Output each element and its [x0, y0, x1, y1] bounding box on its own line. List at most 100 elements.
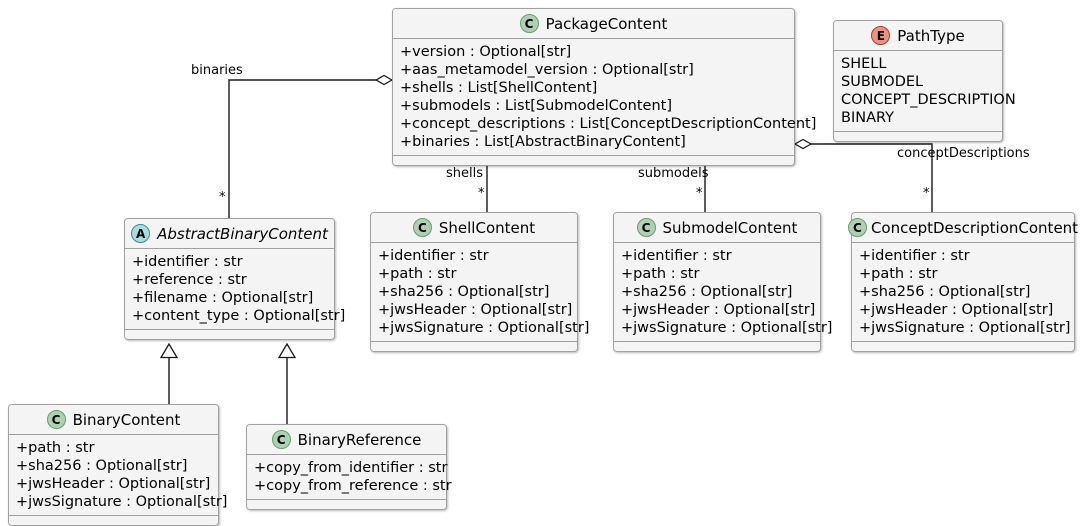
class-title: ConceptDescriptionContent [870, 218, 1079, 237]
class-title: ShellContent [438, 218, 536, 237]
class-title: SubmodelContent [662, 218, 798, 237]
class-attribute: +path : str [621, 266, 700, 282]
class-attributes-binary-content: +path : str +sha256 : Optional[str] +jws… [9, 435, 228, 515]
class-header-shell-content: C ShellContent [371, 213, 577, 242]
enum-values-path-type: SHELL SUBMODEL CONCEPT_DESCRIPTION BINAR… [834, 51, 1016, 131]
divider [9, 434, 218, 435]
enum-box-path-type[interactable]: E PathType SHELL SUBMODEL CONCEPT_DESCRI… [833, 20, 1016, 142]
class-icon: C [847, 218, 867, 237]
divider [834, 131, 1002, 132]
class-title: BinaryContent [72, 410, 181, 429]
class-attributes-abstract-binary-content: +identifier : str +reference : str +file… [125, 249, 346, 329]
divider [125, 248, 334, 249]
class-attribute: +jwsSignature : Optional[str] [621, 320, 833, 336]
class-icon: C [519, 14, 539, 33]
class-attribute: +path : str [859, 266, 938, 282]
class-attribute: +jwsSignature : Optional[str] [378, 320, 590, 336]
class-header-package-content: C PackageContent [393, 9, 794, 38]
class-box-submodel-content[interactable]: C SubmodelContent +identifier : str +pat… [613, 212, 833, 352]
class-box-binary-content[interactable]: C BinaryContent +path : str +sha256 : Op… [8, 404, 228, 526]
class-attribute: +concept_descriptions : List[ConceptDesc… [400, 116, 817, 132]
class-methods-compartment [247, 500, 446, 509]
class-attribute: +sha256 : Optional[str] [621, 284, 793, 300]
class-box-abstract-binary-content[interactable]: A AbstractBinaryContent +identifier : st… [124, 218, 346, 340]
class-title: AbstractBinaryContent [157, 224, 328, 243]
class-attribute: +jwsSignature : Optional[str] [859, 320, 1071, 336]
divider [371, 341, 577, 342]
class-icon: C [412, 218, 432, 237]
class-attribute: +path : str [16, 440, 95, 456]
divider [614, 341, 820, 342]
class-title: BinaryReference [297, 430, 422, 449]
class-attribute: +filename : Optional[str] [132, 290, 314, 306]
class-header-submodel-content: C SubmodelContent [614, 213, 820, 242]
enum-value: SHELL [841, 56, 887, 72]
class-box-concept-description-content[interactable]: C ConceptDescriptionContent +identifier … [847, 212, 1078, 352]
class-attributes-concept-description-content: +identifier : str +path : str +sha256 : … [852, 243, 1074, 341]
class-attributes-binary-reference: +copy_from_identifier : str +copy_from_r… [247, 455, 452, 499]
edge-multiplicity-submodels: * [696, 186, 703, 201]
edge-label-shells: shells [446, 166, 484, 181]
abstract-icon: A [131, 224, 151, 243]
class-attribute: +sha256 : Optional[str] [859, 284, 1031, 300]
divider [393, 38, 794, 39]
edge-multiplicity-shells: * [478, 186, 485, 201]
class-attribute: +identifier : str [859, 248, 970, 264]
divider [852, 341, 1074, 342]
enum-footer-compartment [834, 132, 1002, 141]
divider [247, 499, 446, 500]
class-box-package-content[interactable]: C PackageContent +version : Optional[str… [392, 8, 817, 166]
class-icon: C [46, 410, 66, 429]
class-attribute: +shells : List[ShellContent] [400, 80, 598, 96]
class-attributes-submodel-content: +identifier : str +path : str +sha256 : … [614, 243, 833, 341]
edge-label-submodels: submodels [638, 166, 709, 181]
divider [371, 242, 577, 243]
edge-multiplicity-concept-descriptions: * [923, 186, 930, 201]
edge-generalization-binary-content [159, 342, 179, 404]
class-attribute: +jwsHeader : Optional[str] [621, 302, 816, 318]
edge-generalization-binary-reference [277, 342, 297, 424]
edge-binaries [228, 74, 394, 218]
class-attribute: +jwsHeader : Optional[str] [378, 302, 573, 318]
enum-value: SUBMODEL [841, 74, 924, 90]
class-box-shell-content[interactable]: C ShellContent +identifier : str +path :… [370, 212, 590, 352]
class-attribute: +jwsSignature : Optional[str] [16, 494, 228, 510]
class-methods-compartment [393, 156, 794, 165]
class-attribute: +sha256 : Optional[str] [378, 284, 550, 300]
class-icon: C [636, 218, 656, 237]
divider [247, 454, 446, 455]
class-attribute: +binaries : List[AbstractBinaryContent] [400, 134, 686, 150]
divider [393, 155, 794, 156]
edge-label-concept-descriptions: conceptDescriptions [897, 146, 1030, 161]
class-box-binary-reference[interactable]: C BinaryReference +copy_from_identifier … [246, 424, 452, 510]
class-title: PackageContent [545, 14, 668, 33]
class-attribute: +jwsHeader : Optional[str] [16, 476, 211, 492]
class-header-binary-reference: C BinaryReference [247, 425, 446, 454]
enum-value: BINARY [841, 110, 894, 126]
class-attribute: +identifier : str [621, 248, 732, 264]
divider [9, 515, 218, 516]
class-header-binary-content: C BinaryContent [9, 405, 218, 434]
class-methods-compartment [125, 330, 334, 339]
enum-icon: E [871, 26, 891, 45]
class-attribute: +sha256 : Optional[str] [16, 458, 188, 474]
enum-header-path-type: E PathType [834, 21, 1002, 50]
divider [834, 50, 1002, 51]
enum-title: PathType [897, 26, 965, 45]
class-header-abstract-binary-content: A AbstractBinaryContent [125, 219, 334, 248]
enum-value: CONCEPT_DESCRIPTION [841, 92, 1016, 108]
class-attribute: +copy_from_identifier : str [254, 460, 448, 476]
class-attributes-package-content: +version : Optional[str] +aas_metamodel_… [393, 39, 817, 155]
class-methods-compartment [371, 342, 577, 351]
class-methods-compartment [852, 342, 1074, 351]
edge-multiplicity-binaries: * [219, 190, 226, 205]
class-attribute: +copy_from_reference : str [254, 478, 452, 494]
class-header-concept-description-content: C ConceptDescriptionContent [847, 213, 1078, 242]
class-methods-compartment [9, 516, 218, 525]
class-attribute: +identifier : str [132, 254, 243, 270]
class-attribute: +jwsHeader : Optional[str] [859, 302, 1054, 318]
class-attribute: +content_type : Optional[str] [132, 308, 346, 324]
class-attribute: +path : str [378, 266, 457, 282]
divider [614, 242, 820, 243]
